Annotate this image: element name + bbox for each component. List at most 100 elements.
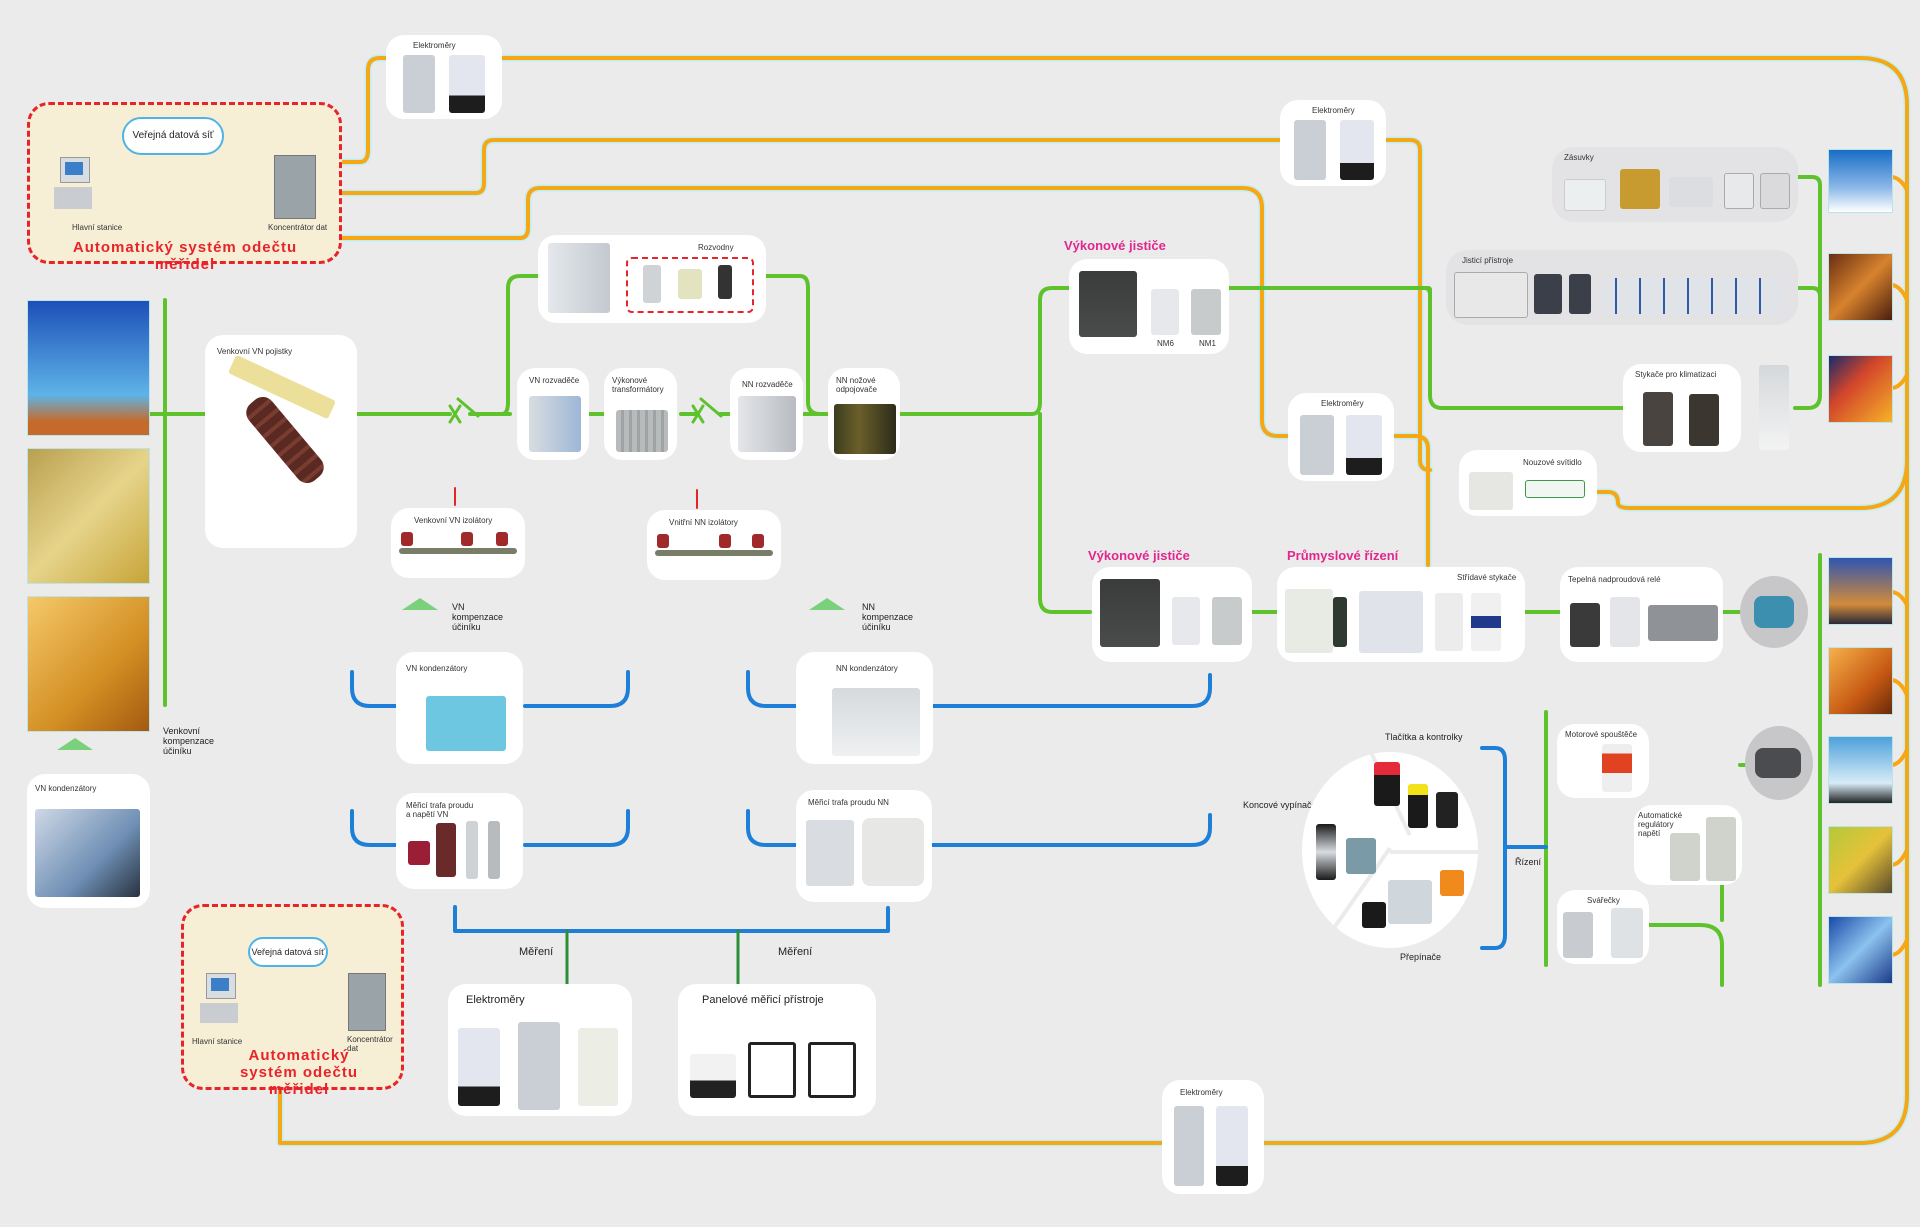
sockets-card[interactable]: Zásuvky — [1552, 147, 1798, 222]
nn-capacitors-card[interactable]: NN kondenzátory — [796, 652, 933, 764]
breakers-heading-top: Výkonové jističe — [1064, 238, 1166, 253]
meter-icon — [1340, 120, 1374, 180]
outdoor-fuses-card[interactable]: Venkovní VN pojistky — [205, 335, 357, 548]
limit-switches-label: Koncové vypínače — [1243, 800, 1317, 810]
contactor-image — [1471, 593, 1501, 651]
isolator-head — [752, 534, 764, 548]
contactor-image — [1333, 597, 1347, 647]
relay-image — [1648, 605, 1718, 641]
meter-icon — [518, 1022, 560, 1110]
emergency-light-card[interactable]: Nouzové svítidlo — [1459, 450, 1597, 516]
nn-measurement-transformers-card[interactable]: Měřicí trafa proudu NN — [796, 790, 932, 902]
regulator-image — [1706, 817, 1736, 881]
vn-switchgear-card[interactable]: VN rozvaděče — [517, 368, 589, 460]
welder-image — [1563, 912, 1593, 958]
meter-icon — [1174, 1106, 1204, 1186]
pie-divider — [1390, 850, 1480, 854]
changeover-label: Přepínače — [1400, 952, 1442, 962]
switchgear-image — [529, 396, 581, 452]
nn-switchgear-card[interactable]: NN rozvaděče — [730, 368, 803, 460]
control-label: Řízení — [1515, 857, 1542, 867]
amr-title: Automatický systém odečtu měřidel — [72, 239, 298, 273]
disconnector-image — [834, 404, 896, 454]
contactor-image — [1689, 394, 1719, 446]
panel-meter-icon — [808, 1042, 856, 1098]
emergency-lamp-icon — [1469, 472, 1513, 510]
breakers-card-top[interactable]: NM6 NM1 — [1069, 259, 1229, 354]
ct-image — [806, 820, 854, 886]
air-conditioner-image — [1759, 365, 1789, 450]
thermal-relay-card[interactable]: Tepelná nadproudová relé — [1560, 567, 1723, 662]
computer-icon — [54, 157, 92, 217]
concentrator-label: Koncentrátor dat — [268, 223, 328, 232]
switchgear-rozvodny-card[interactable]: Rozvodny — [538, 235, 766, 323]
meters-card-upper[interactable]: Elektroměry — [1280, 100, 1386, 186]
breaker-image — [1212, 597, 1242, 645]
meters-card-bottom[interactable]: Elektroměry — [1162, 1080, 1264, 1194]
capacitor-bank-image — [35, 809, 140, 897]
nn-compensation-label: NN kompenzace účiníku — [862, 602, 914, 632]
measurement-label-left: Měření — [519, 946, 554, 958]
ct-image — [862, 818, 924, 886]
vn-measurement-transformers-card[interactable]: Měřicí trafa proudu a napětí VN — [396, 793, 523, 889]
photo-port-crane — [1828, 736, 1893, 804]
meters-card-mid[interactable]: Elektroměry — [1288, 393, 1394, 481]
photo-industrial-crane — [1828, 647, 1893, 715]
regulator-image — [1670, 833, 1700, 881]
switchgear-image — [738, 396, 796, 452]
meter-icon — [449, 55, 485, 113]
motor-body — [1754, 596, 1794, 628]
voltage-regulators-card[interactable]: Automatické regulátory napětí — [1634, 805, 1742, 885]
ac-contactors-card[interactable]: Stykače pro klimatizaci — [1623, 364, 1741, 452]
isolator-head — [401, 532, 413, 546]
meter-icon — [1300, 415, 1334, 475]
breaker-image — [1191, 289, 1221, 335]
socket-icon — [1669, 177, 1713, 207]
breaker-icon — [1569, 274, 1591, 314]
capacitor-image — [426, 696, 506, 751]
photo-hotel-room — [1828, 253, 1893, 321]
isolator-head — [496, 532, 508, 546]
starter-image — [1602, 744, 1632, 792]
protective-devices-card[interactable]: Jisticí přístroje — [1446, 250, 1798, 325]
panel-meters-card[interactable]: Panelové měřicí přístroje — [678, 984, 876, 1116]
meters-card-top[interactable]: Elektroměry — [386, 35, 502, 119]
limit-switch-icon — [1316, 824, 1336, 880]
motor-starters-card[interactable]: Motorové spouštěče — [1557, 724, 1649, 798]
power-transformers-card[interactable]: Výkonové transformátory — [604, 368, 677, 460]
computer-icon — [200, 973, 238, 1029]
component-icon — [678, 269, 702, 299]
transformer-image — [616, 410, 668, 452]
vn-compensation-arrow — [402, 598, 438, 610]
photo-power-lines — [27, 596, 150, 732]
outdoor-compensation-label: Venkovní kompenzace účiníku — [163, 726, 215, 756]
measurement-label-right: Měření — [778, 946, 813, 958]
welders-card[interactable]: Svářečky — [1557, 890, 1649, 964]
vn-capacitors-left-card[interactable]: VN kondenzátory — [27, 774, 150, 908]
transformer-image — [466, 821, 478, 879]
nn-disconnectors-card[interactable]: NN nožové odpojovače — [828, 368, 900, 460]
data-line-top — [278, 56, 1909, 1145]
meters-measurement-card[interactable]: Elektroměry — [448, 984, 632, 1116]
photo-power-plant-hall — [27, 448, 150, 584]
ac-contactors-industrial-card[interactable]: Střídavé stykače — [1277, 567, 1525, 662]
breaker-image — [1172, 597, 1200, 645]
motor-body — [1755, 748, 1801, 778]
indoor-isolators-card[interactable]: Vnitřní NN izolátory — [647, 510, 781, 580]
socket-icon — [1760, 173, 1790, 209]
outdoor-isolators-card[interactable]: Venkovní VN izolátory — [391, 508, 525, 578]
component-icon — [718, 265, 732, 299]
exit-sign-icon — [1525, 480, 1585, 498]
breaker-icon — [1601, 278, 1781, 314]
transformer-image — [488, 821, 500, 879]
vn-capacitors-card[interactable]: VN kondenzátory — [396, 652, 523, 764]
welder-image — [1611, 908, 1643, 958]
breakers-card-bottom[interactable] — [1092, 567, 1252, 662]
amr-title: Automatický systém odečtu měřidel — [239, 1047, 359, 1098]
breaker-image — [1079, 271, 1137, 337]
transformer-image — [408, 841, 430, 865]
rotary-switch-icon — [1362, 902, 1386, 928]
socket-icon — [1564, 179, 1606, 211]
breaker-image — [1151, 289, 1179, 335]
meter-icon — [1294, 120, 1326, 180]
